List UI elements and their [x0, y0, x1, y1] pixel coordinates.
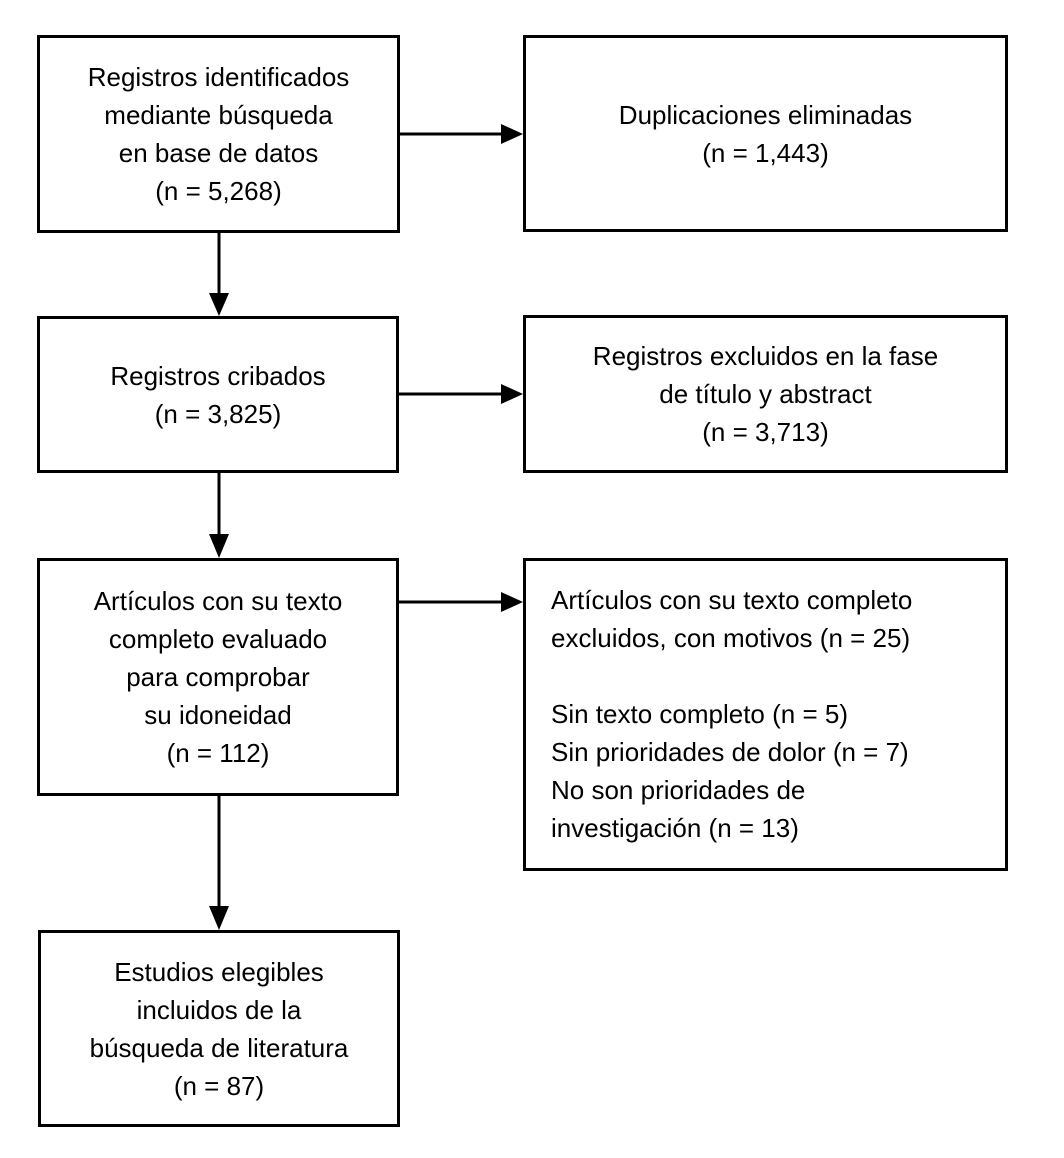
arrow-screened-to-fulltext	[209, 473, 229, 558]
arrow-identified-to-screened	[209, 233, 229, 316]
box-fulltext-excluded-with-reasons: Artículos con su texto completo excluidos…	[523, 558, 1008, 871]
box-studies-included: Estudios elegibles incluidos de la búsqued…	[38, 930, 400, 1127]
text-line: Sin texto completo (n = 5)	[551, 699, 848, 729]
text-line: búsqueda de literatura	[89, 1032, 349, 1063]
text-line: incluidos de la	[136, 994, 302, 1025]
text-line: Artículos con su texto	[93, 586, 343, 616]
text-line: Registros excluidos en la fase	[592, 341, 939, 371]
text-line: Duplicaciones eliminadas	[618, 99, 913, 130]
box-records-screened: Registros cribados (n = 3,825)	[37, 316, 399, 473]
text-line: (n = 3,713)	[702, 417, 829, 447]
text-line: (n = 87)	[173, 1070, 265, 1101]
box-fulltext-assessed: Artículos con su texto completo evaluado p…	[37, 558, 399, 796]
text-line: Estudios elegibles	[114, 956, 324, 987]
box-records-identified: Registros identificados mediante búsqueda…	[37, 35, 400, 233]
text-line: (n = 5,268)	[155, 176, 282, 206]
text-line: excluidos, con motivos (n = 25)	[551, 623, 911, 653]
box-records-excluded-title-abstract: Registros excluidos en la fase de título …	[523, 315, 1008, 473]
text-line: investigación (n = 13)	[551, 813, 799, 843]
text-line: (n = 3,825)	[154, 398, 282, 429]
text-line: Registros identificados	[87, 62, 350, 92]
arrow-identified-to-duplicates	[399, 124, 523, 144]
text-line	[551, 657, 558, 695]
text-line: en base de datos	[118, 138, 319, 168]
text-line: Sin prioridades de dolor (n = 7)	[551, 737, 909, 767]
text-line: de título y abstract	[659, 379, 872, 409]
text-line: Registros cribados	[110, 360, 326, 391]
text-line: Artículos con su texto completo	[551, 585, 913, 615]
text-line: su idoneidad	[144, 700, 292, 730]
text-line: completo evaluado	[108, 624, 328, 654]
text-line: para comprobar	[126, 662, 310, 692]
arrow-fulltext-to-included	[209, 796, 229, 930]
text-line: mediante búsqueda	[104, 100, 333, 130]
text-line: (n = 1,443)	[702, 137, 829, 168]
arrow-screened-to-excluded	[399, 384, 523, 404]
box-duplicates-removed: Duplicaciones eliminadas (n = 1,443)	[523, 35, 1008, 232]
text-line: No son prioridades de	[551, 775, 806, 805]
text-line: (n = 112)	[166, 738, 270, 768]
arrow-fulltext-to-excluded	[399, 592, 523, 612]
